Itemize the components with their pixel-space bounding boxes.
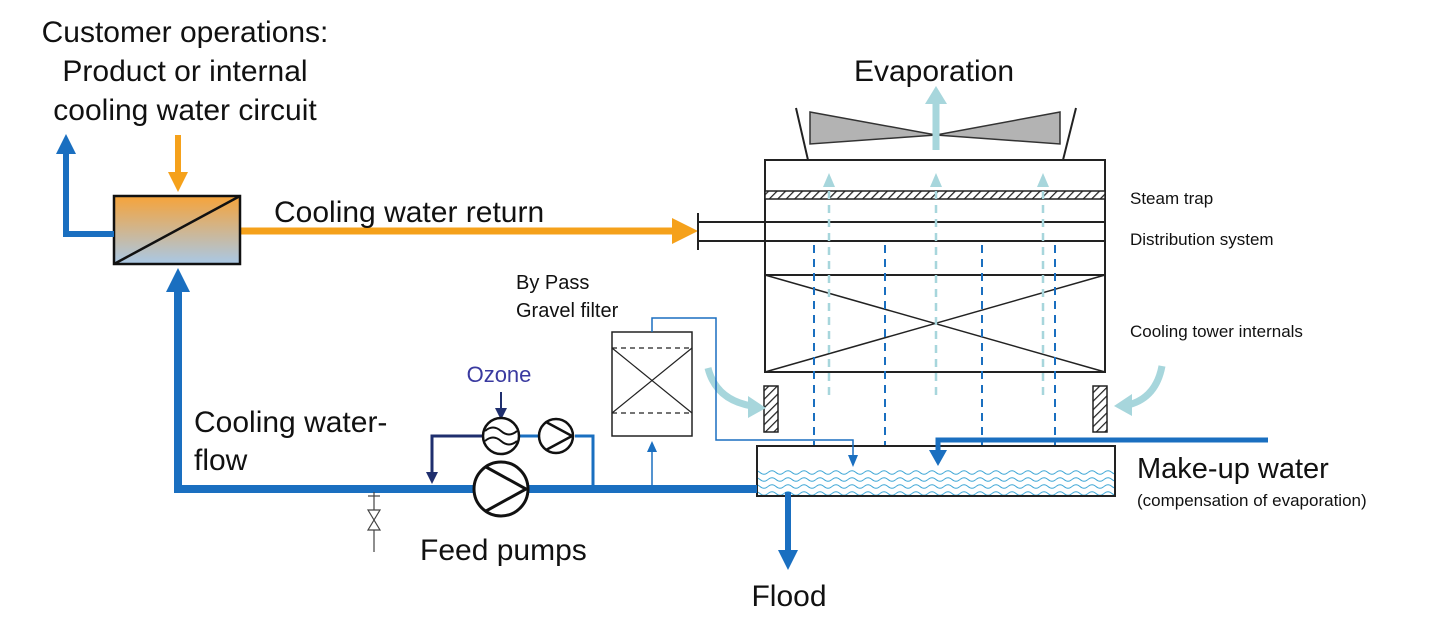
cooling-water-flow-pipe xyxy=(174,290,757,493)
ozone-loop-left xyxy=(430,434,482,474)
cooling-tower-internals-label: Cooling tower internals xyxy=(1130,322,1303,341)
cooling-water-return-label: Cooling water return xyxy=(274,196,544,229)
make-up-water-label: Make-up water xyxy=(1137,453,1329,485)
water-drop-arrows xyxy=(813,245,1056,452)
tower-body xyxy=(764,159,1106,373)
fan-icon xyxy=(809,111,1061,145)
air-inlet-louver-left xyxy=(763,385,779,433)
basin-water xyxy=(758,470,1114,495)
cooling-tower xyxy=(763,107,1108,433)
feed-pump-icon xyxy=(472,460,530,518)
ozone-loop-right xyxy=(575,434,595,486)
customer-ops-line1: Customer operations: xyxy=(42,16,329,49)
product-outlet-pipe xyxy=(63,152,114,237)
air-in-arrow-left xyxy=(704,367,753,410)
ozone-injector-icon xyxy=(481,416,521,456)
evaporation-label: Evaporation xyxy=(854,55,1014,88)
small-pump-icon xyxy=(537,417,575,455)
distribution-system-label: Distribution system xyxy=(1130,230,1274,249)
vapour-arrows xyxy=(827,185,1045,395)
steam-trap-label: Steam trap xyxy=(1130,189,1213,208)
ozone-label: Ozone xyxy=(467,362,532,387)
cooling-water-flow-line2: flow xyxy=(194,444,248,477)
cooling-water-flow-line1: Cooling water- xyxy=(194,406,387,439)
gravel-filter xyxy=(611,331,693,437)
drain-valve-icon xyxy=(366,492,382,552)
bypass-outflow xyxy=(651,317,854,456)
tower-shroud-right xyxy=(1061,107,1105,161)
make-up-water-pipe xyxy=(935,437,1268,452)
flood-label: Flood xyxy=(751,580,826,613)
air-inlet-louver-right xyxy=(1092,385,1108,433)
bypass-label-line1: By Pass xyxy=(516,272,589,294)
bypass-label-line2: Gravel filter xyxy=(516,300,619,322)
air-in-arrow-right xyxy=(1126,365,1166,409)
tower-shroud-left xyxy=(765,107,810,161)
make-up-water-note: (compensation of evaporation) xyxy=(1137,491,1367,510)
customer-ops-line2: Product or internal xyxy=(62,55,307,88)
feed-pumps-label: Feed pumps xyxy=(420,534,587,567)
customer-ops-line3: cooling water circuit xyxy=(53,94,317,127)
